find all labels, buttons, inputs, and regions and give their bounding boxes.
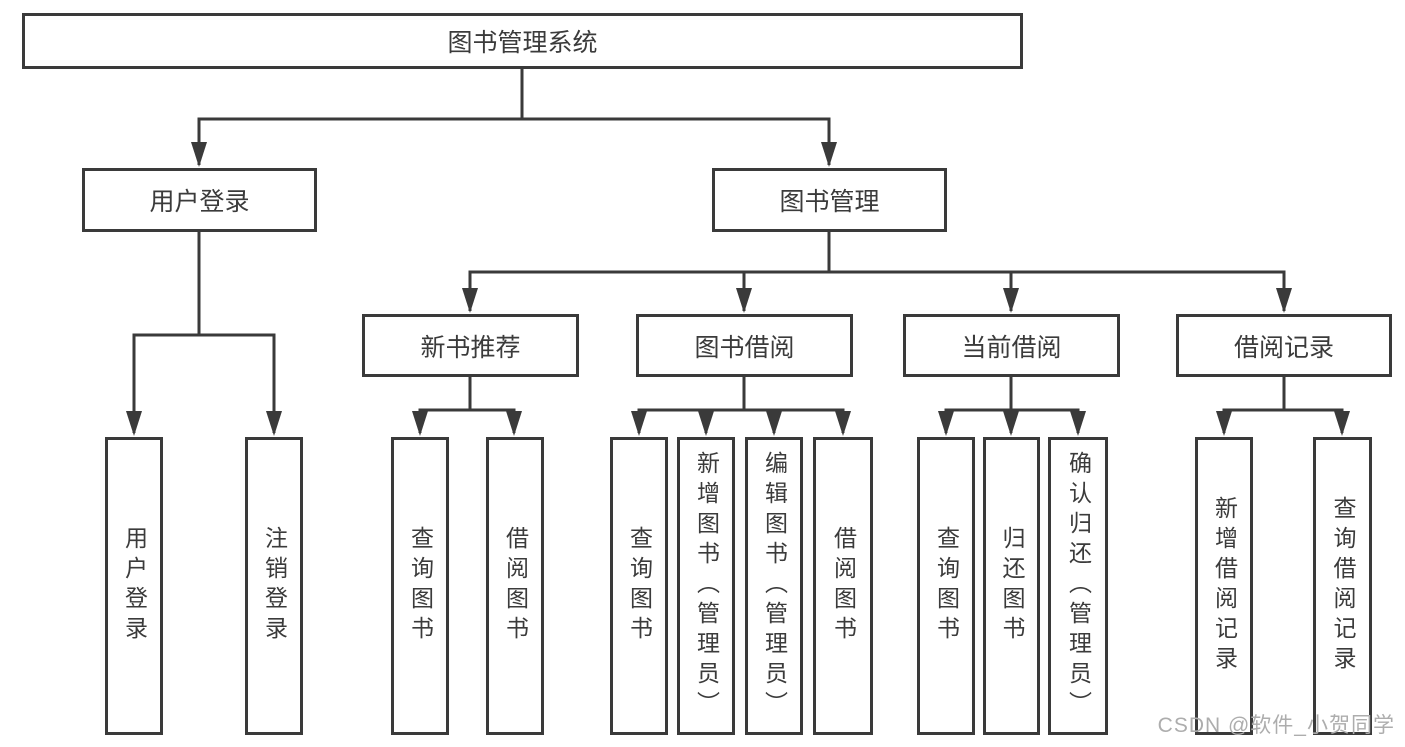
leaf-add-borrow-record: 新增借阅记录 <box>1195 437 1253 735</box>
leaf-query-borrow-record-label: 查询借阅记录 <box>1330 496 1356 676</box>
node-current-borrow: 当前借阅 <box>903 314 1120 377</box>
leaf-borrow-books-2-label: 借阅图书 <box>830 526 857 646</box>
leaf-add-books-admin-label: 新增图书（管理员） <box>693 451 720 721</box>
connector-strokes <box>132 67 1344 433</box>
leaf-query-books-2-label: 查询图书 <box>626 526 653 646</box>
node-root: 图书管理系统 <box>22 13 1023 69</box>
node-borrow-records-label: 借阅记录 <box>1233 333 1334 362</box>
leaf-query-books-2: 查询图书 <box>610 437 668 735</box>
node-book-management: 图书管理 <box>712 168 947 232</box>
node-user-login: 用户登录 <box>82 168 317 232</box>
leaf-borrow-books-1-label: 借阅图书 <box>502 526 529 646</box>
leaf-user-login-label: 用户登录 <box>121 526 148 646</box>
node-book-borrow: 图书借阅 <box>636 314 853 377</box>
leaf-query-books-3: 查询图书 <box>917 437 975 735</box>
node-new-book-recommend: 新书推荐 <box>362 314 579 377</box>
node-book-borrow-label: 图书借阅 <box>694 333 795 362</box>
leaf-user-login: 用户登录 <box>105 437 163 735</box>
leaf-edit-books-admin-label: 编辑图书（管理员） <box>761 451 788 721</box>
leaf-confirm-return-admin-label: 确认归还（管理员） <box>1065 451 1092 721</box>
node-book-management-label: 图书管理 <box>779 188 880 216</box>
node-borrow-records: 借阅记录 <box>1176 314 1392 377</box>
leaf-query-books-3-label: 查询图书 <box>933 526 960 646</box>
node-user-login-label: 用户登录 <box>149 188 250 216</box>
node-root-label: 图书管理系统 <box>447 29 598 57</box>
node-current-borrow-label: 当前借阅 <box>961 333 1062 362</box>
leaf-query-books-1: 查询图书 <box>391 437 449 735</box>
leaf-confirm-return-admin: 确认归还（管理员） <box>1048 437 1108 735</box>
leaf-return-books: 归还图书 <box>983 437 1040 735</box>
leaf-logout-label: 注销登录 <box>261 526 288 646</box>
leaf-edit-books-admin: 编辑图书（管理员） <box>745 437 803 735</box>
leaf-return-books-label: 归还图书 <box>999 526 1025 646</box>
leaf-borrow-books-1: 借阅图书 <box>486 437 544 735</box>
leaf-borrow-books-2: 借阅图书 <box>813 437 873 735</box>
node-new-book-recommend-label: 新书推荐 <box>420 333 521 362</box>
leaf-logout: 注销登录 <box>245 437 303 735</box>
leaf-query-books-1-label: 查询图书 <box>407 526 434 646</box>
leaf-query-borrow-record: 查询借阅记录 <box>1313 437 1372 735</box>
leaf-add-books-admin: 新增图书（管理员） <box>677 437 735 735</box>
leaf-add-borrow-record-label: 新增借阅记录 <box>1211 496 1238 676</box>
